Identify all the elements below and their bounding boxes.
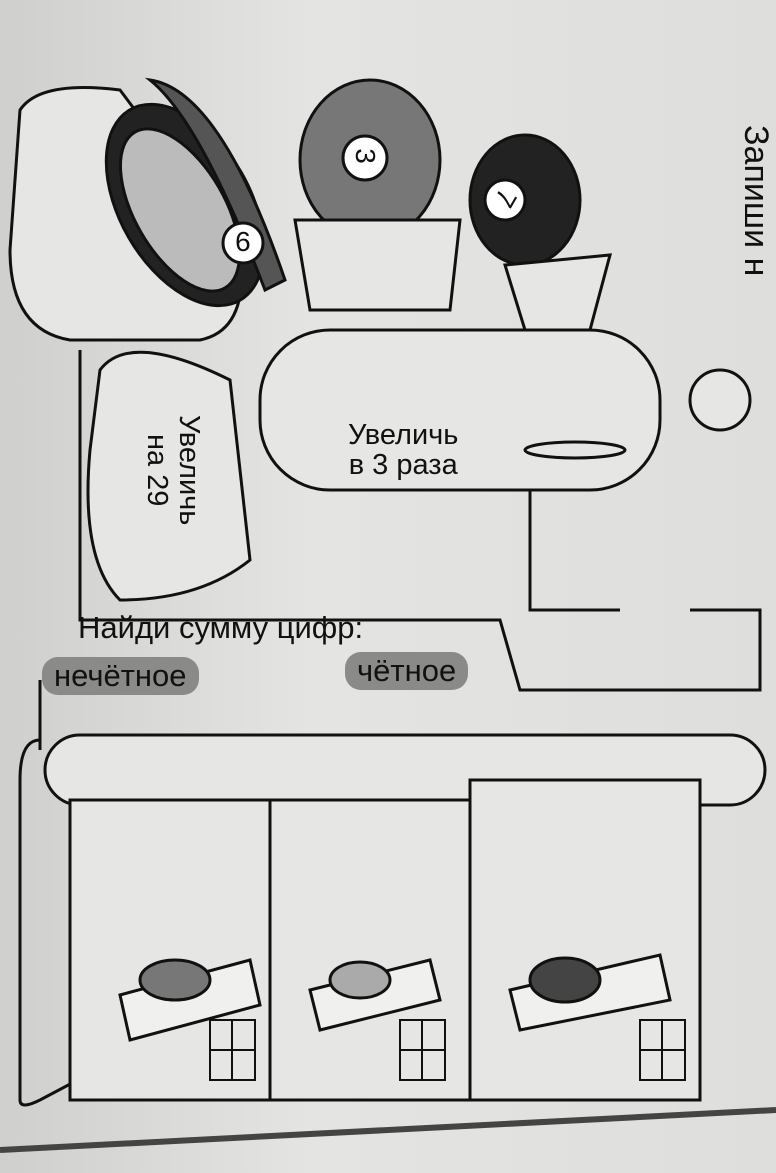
odd-label: нечётное [42,657,199,695]
even-label: чётное [345,652,469,690]
pipe [78,350,762,692]
boxes [118,953,672,1042]
ball-9-number: 9 [235,226,251,257]
answer-grids [209,1019,686,1081]
add-label: Увеличь на 29 [141,415,205,525]
add-label-line1: Увеличь [173,415,205,526]
ball-3-number: 3 [350,148,381,164]
multiply-tank [258,328,662,492]
add-label-line2: на 29 [141,433,173,507]
multiply-label-line2: в 3 раза [348,449,458,481]
multiply-label: Увеличь в 3 раза [348,420,458,480]
add-tank [86,350,252,602]
juicer-cup [293,218,462,312]
ball-9-label-bg [221,221,265,265]
instruction-text: Запиши н [737,125,775,277]
pen [0,1107,776,1153]
multiply-label-line1: Увеличь [348,419,459,451]
funnel-cup [503,253,613,332]
chutes [68,778,702,1102]
sum-digits-label: Найди сумму цифр: [78,610,364,645]
